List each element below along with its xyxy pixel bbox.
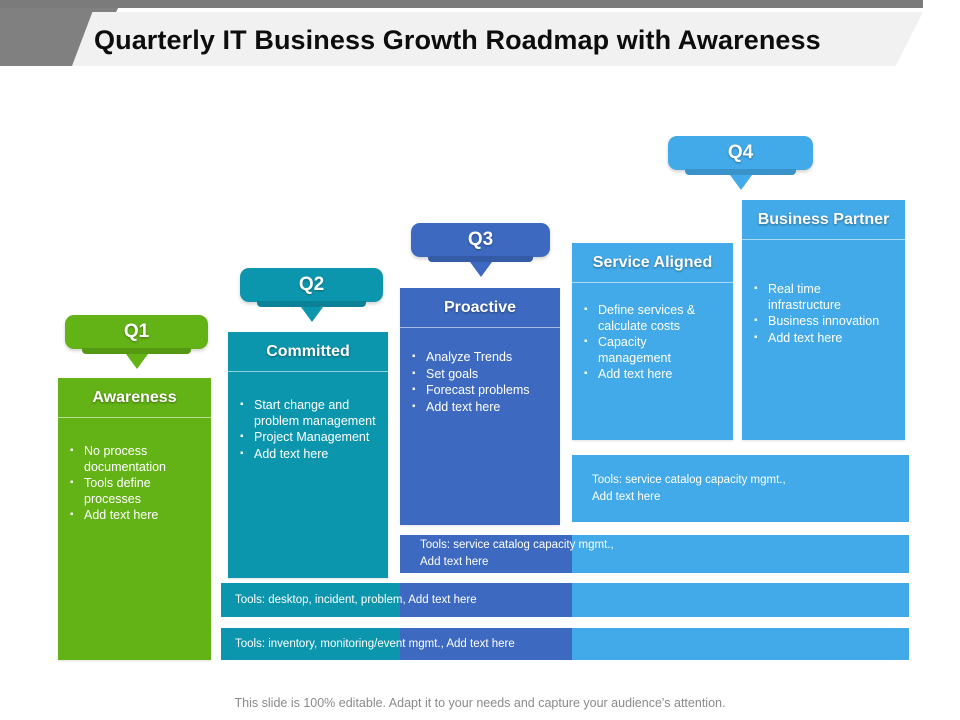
stage-card-service-aligned-bullet-list: Define services & calculate costs Capaci… xyxy=(584,302,721,383)
tab-q1-label: Q1 xyxy=(123,321,150,342)
list-item: Define services & calculate costs xyxy=(584,302,721,334)
tools-row-2: Tools: service catalog capacity mgmt., A… xyxy=(400,535,909,573)
tab-q3-label: Q3 xyxy=(467,229,494,250)
tab-q3-ledge xyxy=(427,256,534,262)
tab-q4-pointer xyxy=(729,175,752,190)
stage-card-business-partner-title: Business Partner xyxy=(742,200,905,240)
list-item: Analyze Trends xyxy=(412,349,548,366)
header-top-rule xyxy=(0,0,923,8)
stage-card-awareness-title: Awareness xyxy=(58,378,211,418)
stage-card-business-partner-body: Real time infrastructure Business innova… xyxy=(742,240,905,357)
tools-row-3: Tools: desktop, incident, problem, Add t… xyxy=(221,583,909,617)
list-item: Tools define processes xyxy=(70,475,199,507)
tools-row-3-line1: Tools: desktop, incident, problem, Add t… xyxy=(235,593,477,606)
stage-card-awareness-bullet-list: No process documentation Tools define pr… xyxy=(70,443,199,524)
tab-q2[interactable]: Q2 xyxy=(240,268,383,322)
tools-row-1-text: Tools: service catalog capacity mgmt., A… xyxy=(586,455,916,522)
stage-card-awareness[interactable]: Awareness No process documentation Tools… xyxy=(58,378,211,660)
stage-card-awareness-body: No process documentation Tools define pr… xyxy=(58,418,211,535)
tools-row-2-text: Tools: service catalog capacity mgmt., A… xyxy=(414,535,894,573)
stage-card-proactive-title: Proactive xyxy=(400,288,560,328)
header-band xyxy=(72,12,923,66)
list-item: Start change and problem management xyxy=(240,397,376,429)
tab-q1[interactable]: Q1 xyxy=(65,315,208,369)
stage-card-service-aligned[interactable]: Service Aligned Define services & calcul… xyxy=(572,243,733,440)
stage-card-committed[interactable]: Committed Start change and problem manag… xyxy=(228,332,388,578)
tools-row-4-line1: Tools: inventory, monitoring/event mgmt.… xyxy=(235,637,515,650)
tab-q1-ledge xyxy=(82,348,191,354)
list-item: Add text here xyxy=(584,366,721,383)
tools-row-1-line1: Tools: service catalog capacity mgmt., xyxy=(592,473,786,486)
stage-card-service-aligned-body: Define services & calculate costs Capaci… xyxy=(572,283,733,394)
stage-card-service-aligned-title: Service Aligned xyxy=(572,243,733,283)
tab-q3[interactable]: Q3 xyxy=(411,223,550,277)
list-item: No process documentation xyxy=(70,443,199,475)
stage-card-committed-body: Start change and problem management Proj… xyxy=(228,372,388,473)
list-item: Add text here xyxy=(754,330,893,347)
tools-row-1-segment-lightblue xyxy=(572,455,909,522)
footer-note: This slide is 100% editable. Adapt it to… xyxy=(234,696,726,710)
stage-card-business-partner[interactable]: Business Partner Real time infrastructur… xyxy=(742,200,905,440)
tools-row-2-segment-blue xyxy=(400,535,572,573)
tools-row-4-text: Tools: inventory, monitoring/event mgmt.… xyxy=(229,628,889,660)
list-item: Real time infrastructure xyxy=(754,281,893,313)
tab-q4-label: Q4 xyxy=(727,142,754,163)
tab-q2-label: Q2 xyxy=(298,274,325,295)
tools-row-4-segment-teal xyxy=(221,628,400,660)
list-item: Forecast problems xyxy=(412,382,548,399)
tools-row-2-line2: Add text here xyxy=(420,556,489,568)
tools-row-1-line2: Add text here xyxy=(592,490,661,503)
list-item: Add text here xyxy=(412,399,548,416)
stage-card-committed-title: Committed xyxy=(228,332,388,372)
stage-card-business-partner-bullet-list: Real time infrastructure Business innova… xyxy=(754,281,893,347)
list-item: Project Management xyxy=(240,429,376,446)
list-item: Business innovation xyxy=(754,313,893,330)
tools-row-4-segment-blue xyxy=(400,628,572,660)
tools-row-3-segment-blue xyxy=(400,583,572,617)
list-item: Add text here xyxy=(70,507,199,524)
tools-row-2-line1: Tools: service catalog capacity mgmt., xyxy=(420,539,614,551)
stage-card-proactive-bullet-list: Analyze Trends Set goals Forecast proble… xyxy=(412,349,548,416)
tools-row-4: Tools: inventory, monitoring/event mgmt.… xyxy=(221,628,909,660)
tools-row-3-segment-lightblue xyxy=(572,583,909,617)
list-item: Capacity management xyxy=(584,334,721,366)
stage-card-committed-bullet-list: Start change and problem management Proj… xyxy=(240,397,376,463)
list-item: Add text here xyxy=(240,446,376,463)
tab-q2-ledge xyxy=(257,301,366,307)
tab-q4[interactable]: Q4 xyxy=(668,136,813,190)
tab-q3-pointer xyxy=(469,262,492,277)
list-item: Set goals xyxy=(412,366,548,383)
tab-q2-pointer xyxy=(300,307,323,322)
tab-q1-pointer xyxy=(125,354,148,369)
stage-card-proactive-body: Analyze Trends Set goals Forecast proble… xyxy=(400,328,560,426)
page-title: Quarterly IT Business Growth Roadmap wit… xyxy=(94,24,821,55)
tab-q4-ledge xyxy=(685,169,796,175)
tools-row-2-segment-lightblue xyxy=(572,535,909,573)
tools-row-4-segment-lightblue xyxy=(572,628,909,660)
tools-row-1: Tools: service catalog capacity mgmt., A… xyxy=(572,455,909,522)
tools-row-3-text: Tools: desktop, incident, problem, Add t… xyxy=(229,583,889,617)
tools-row-3-segment-teal xyxy=(221,583,400,617)
stage-card-proactive[interactable]: Proactive Analyze Trends Set goals Forec… xyxy=(400,288,560,525)
